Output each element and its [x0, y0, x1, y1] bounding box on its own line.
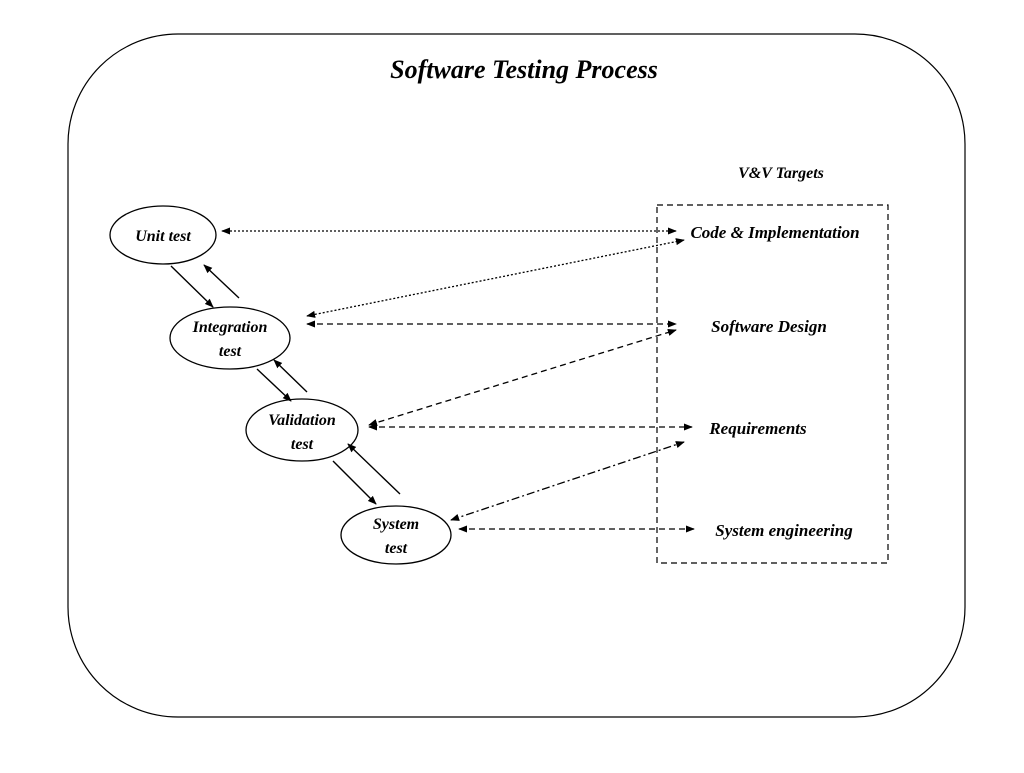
test-node-system: System test [340, 505, 452, 565]
test-node-system-label-1: System [373, 516, 419, 533]
link-validation-design [368, 328, 677, 427]
flow-arrow-system-to-validation [347, 443, 401, 495]
link-integration-code [306, 238, 685, 318]
link-system-requirements [450, 441, 685, 521]
targets-box [656, 204, 889, 564]
test-node-integration: Integration test [169, 306, 291, 370]
test-node-system-label-2: test [385, 540, 408, 557]
test-node-integration-label-1: Integration [192, 319, 268, 336]
slide-frame [67, 33, 966, 718]
test-node-system-shape [340, 505, 452, 565]
test-node-unit-label: Unit test [135, 228, 191, 245]
test-node-unit: Unit test [109, 205, 217, 265]
test-node-validation-shape [245, 398, 359, 462]
test-node-validation-label-1: Validation [268, 412, 336, 429]
target-software-design: Software Design [711, 317, 827, 336]
test-node-integration-label-2: test [219, 343, 242, 360]
target-requirements: Requirements [708, 419, 807, 438]
test-node-validation: Validation test [245, 398, 359, 462]
targets-heading: V&V Targets [738, 165, 824, 182]
flow-arrow-integration-to-validation [256, 368, 292, 402]
test-node-unit-shape [109, 205, 217, 265]
target-code-implementation: Code & Implementation [690, 223, 859, 242]
flow-arrow-unit-to-integration [170, 265, 214, 308]
flow-arrow-validation-to-system [332, 460, 377, 505]
flow-arrow-validation-to-integration [273, 359, 308, 393]
flow-arrow-integration-to-unit [203, 264, 240, 299]
diagram-title: Software Testing Process [390, 55, 658, 84]
test-node-integration-shape [169, 306, 291, 370]
test-node-validation-label-2: test [291, 436, 314, 453]
target-system-engineering: System engineering [715, 521, 853, 540]
